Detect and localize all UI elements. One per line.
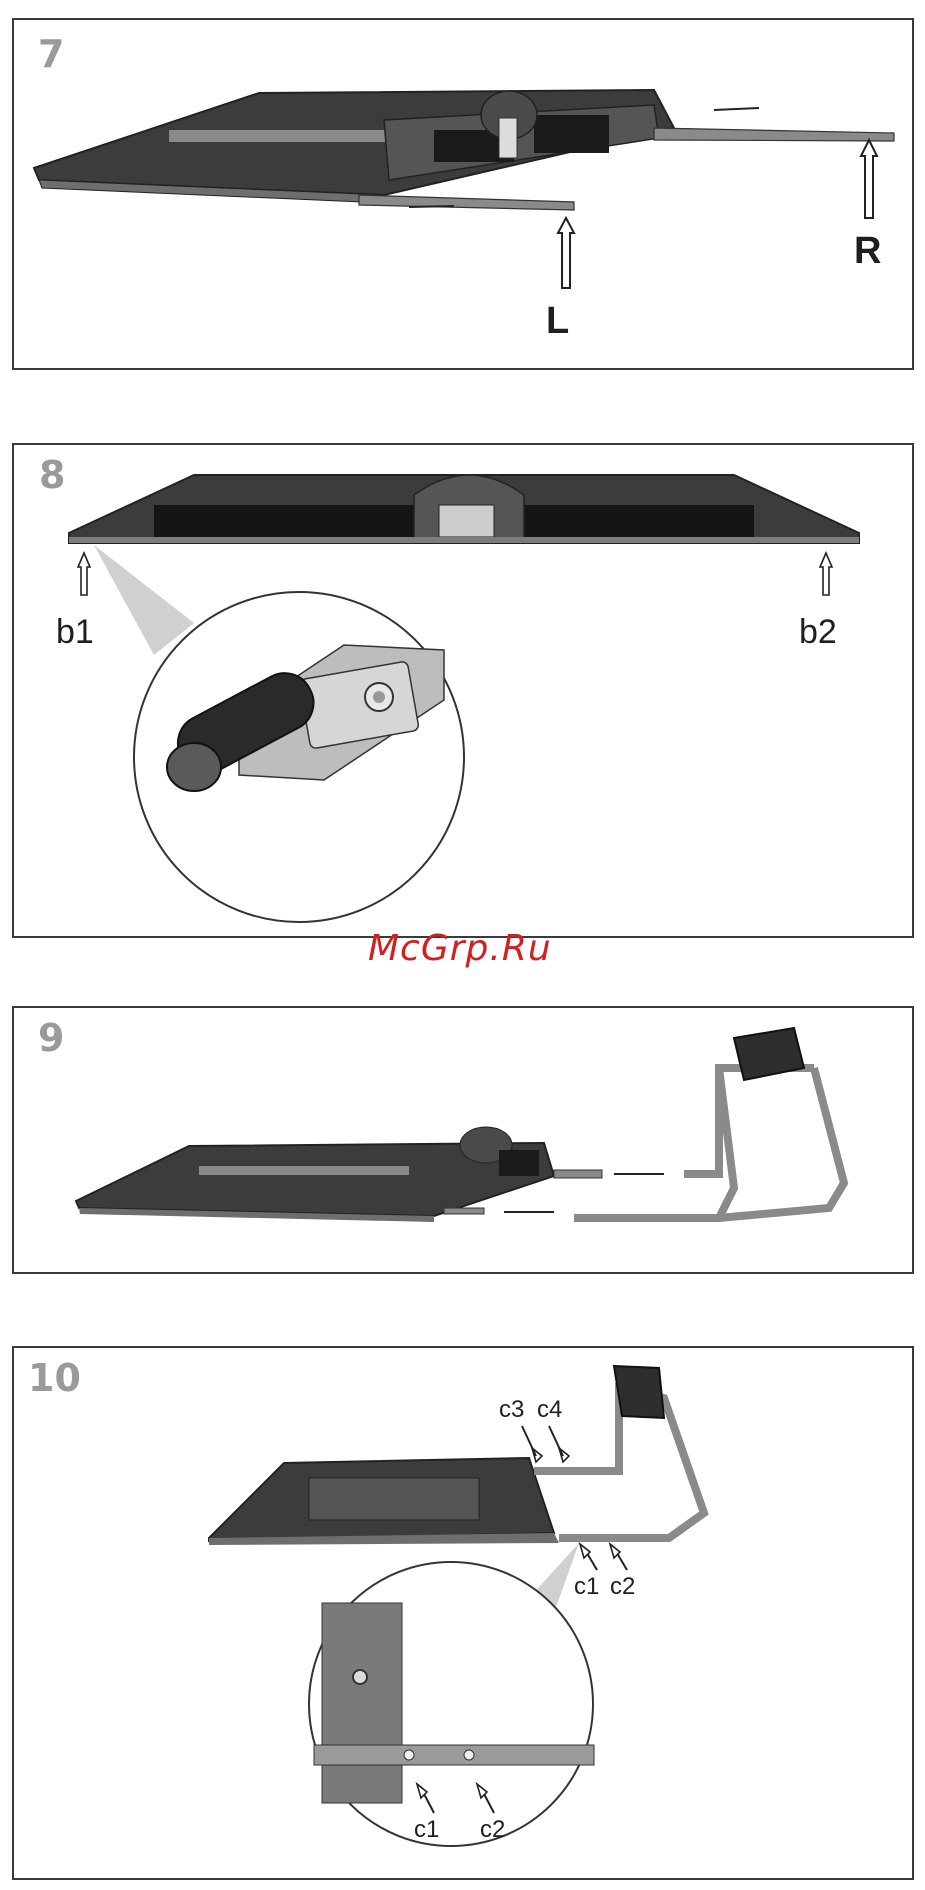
- watermark: McGrp.Ru: [368, 928, 552, 969]
- step-9-panel: 9: [12, 1006, 914, 1274]
- label-c2: c2: [610, 1573, 635, 1601]
- tv-stand-rods-illustration: [14, 20, 916, 372]
- tv-stand-screws-illustration: [14, 1348, 916, 1882]
- label-b2: b2: [799, 613, 837, 652]
- step-10-panel: 10 c3 c4 c1 c2 c1 c2: [12, 1346, 914, 1880]
- label-b1: b1: [56, 613, 94, 652]
- label-c3: c3: [499, 1396, 524, 1424]
- label-c4: c4: [537, 1396, 562, 1424]
- label-right-rod: R: [854, 230, 881, 273]
- step-7-panel: 7 L R: [12, 18, 914, 370]
- step-8-panel: 8 b1 b2: [12, 443, 914, 938]
- label-c2-zoom: c2: [480, 1816, 505, 1844]
- label-left-rod: L: [546, 300, 569, 343]
- label-c1-zoom: c1: [414, 1816, 439, 1844]
- label-c1: c1: [574, 1573, 599, 1601]
- tv-stand-attach-illustration: [14, 1008, 916, 1276]
- tv-bottom-screws-illustration: [14, 445, 916, 940]
